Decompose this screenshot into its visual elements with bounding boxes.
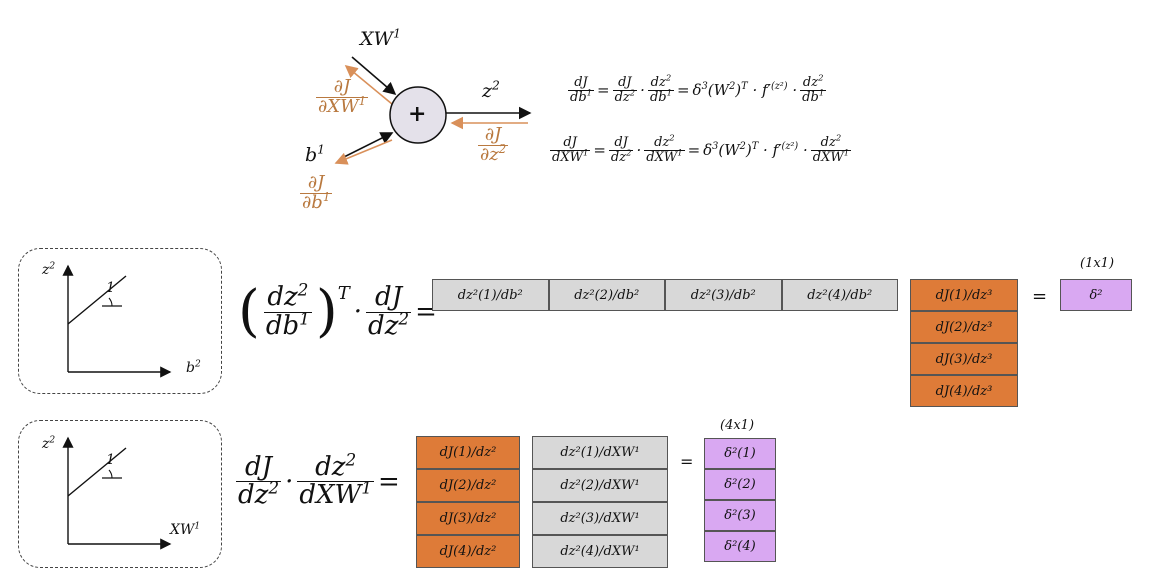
sum-node-symbol: + [408,101,427,127]
sum-node [389,86,447,144]
grad-xw-den: ∂XW1 [316,93,369,117]
panel1-col-cell-4: dJ(4)/dz³ [910,375,1018,407]
panel1-row-cell-1: dz²(1)/db² [432,279,549,311]
panel1-x-label: b2 [186,359,201,376]
panel1-col-cell-2: dJ(2)/dz³ [910,311,1018,343]
panel2-dz-cell-1: dz²(1)/dXW¹ [532,436,668,469]
panel1-result-cell-1: δ² [1060,279,1132,311]
grad-b-fraction: ∂J ∂b1 [300,172,333,213]
grad-z-num: ∂J [484,124,502,145]
output-z-label: z2 [482,78,500,102]
grad-xw-num: ∂J [333,76,351,97]
panel2-y-label: z2 [42,435,56,452]
panel2-result-cell-4: δ²(4) [704,531,776,562]
panel1-result-shape: (1x1) [1080,256,1115,271]
panel2-linear-graph [62,436,172,550]
panel2-result-shape: (4x1) [720,418,755,433]
panel2-result-cell-2: δ²(2) [704,469,776,500]
panel2-dz-cell-2: dz²(2)/dXW¹ [532,469,668,502]
arrow-b-backward [334,139,393,165]
panel2-x-label: XW1 [170,521,201,538]
panel2-dj-cell-4: dJ(4)/dz² [416,535,520,568]
eq1-f1-num: dJ [574,75,588,90]
panel1-y-label: z2 [42,261,56,278]
grad-z-den: ∂z2 [478,141,509,165]
panel2-dj-cell-3: dJ(3)/dz² [416,502,520,535]
input-xw-label: XW1 [360,26,401,50]
arrow-b-forward [339,132,394,160]
panel1-row-cell-3: dz²(3)/db² [665,279,782,311]
panel2-dj-cell-1: dJ(1)/dz² [416,436,520,469]
panel2-equals: = [680,452,694,471]
eq2-f2-num: dJ [614,135,628,150]
eq2-f1-num: dJ [563,135,577,150]
panel1-col-cell-3: dJ(3)/dz³ [910,343,1018,375]
panel2-result-cell-1: δ²(1) [704,438,776,469]
grad-xw-fraction: ∂J ∂XW1 [316,76,369,117]
input-b-label: b1 [305,142,326,166]
panel2-dz-cell-4: dz²(4)/dXW¹ [532,535,668,568]
panel1-row-cell-4: dz²(4)/db² [781,279,898,311]
grad-z-fraction: ∂J ∂z2 [478,124,509,165]
grad-b-den: ∂b1 [300,189,333,213]
panel2-slope: 1 [106,452,115,468]
panel2-graph-box [18,420,222,568]
panel1-row-cell-2: dz²(2)/db² [548,279,665,311]
panel2-dj-cell-2: dJ(2)/dz² [416,469,520,502]
arrow-xw-backward [344,64,393,105]
panel1-slope: 1 [106,280,115,296]
panel1-col-cell-1: dJ(1)/dz³ [910,279,1018,311]
grad-b-num: ∂J [307,172,325,193]
panel1-graph-box [18,248,222,394]
eq1-f2-num: dJ [618,75,632,90]
panel1-equals: = [1032,286,1048,307]
panel2-result-cell-3: δ²(3) [704,500,776,531]
panel1-linear-graph [62,264,172,378]
arrow-xw-forward [351,56,397,96]
panel2-dz-cell-3: dz²(3)/dXW¹ [532,502,668,535]
